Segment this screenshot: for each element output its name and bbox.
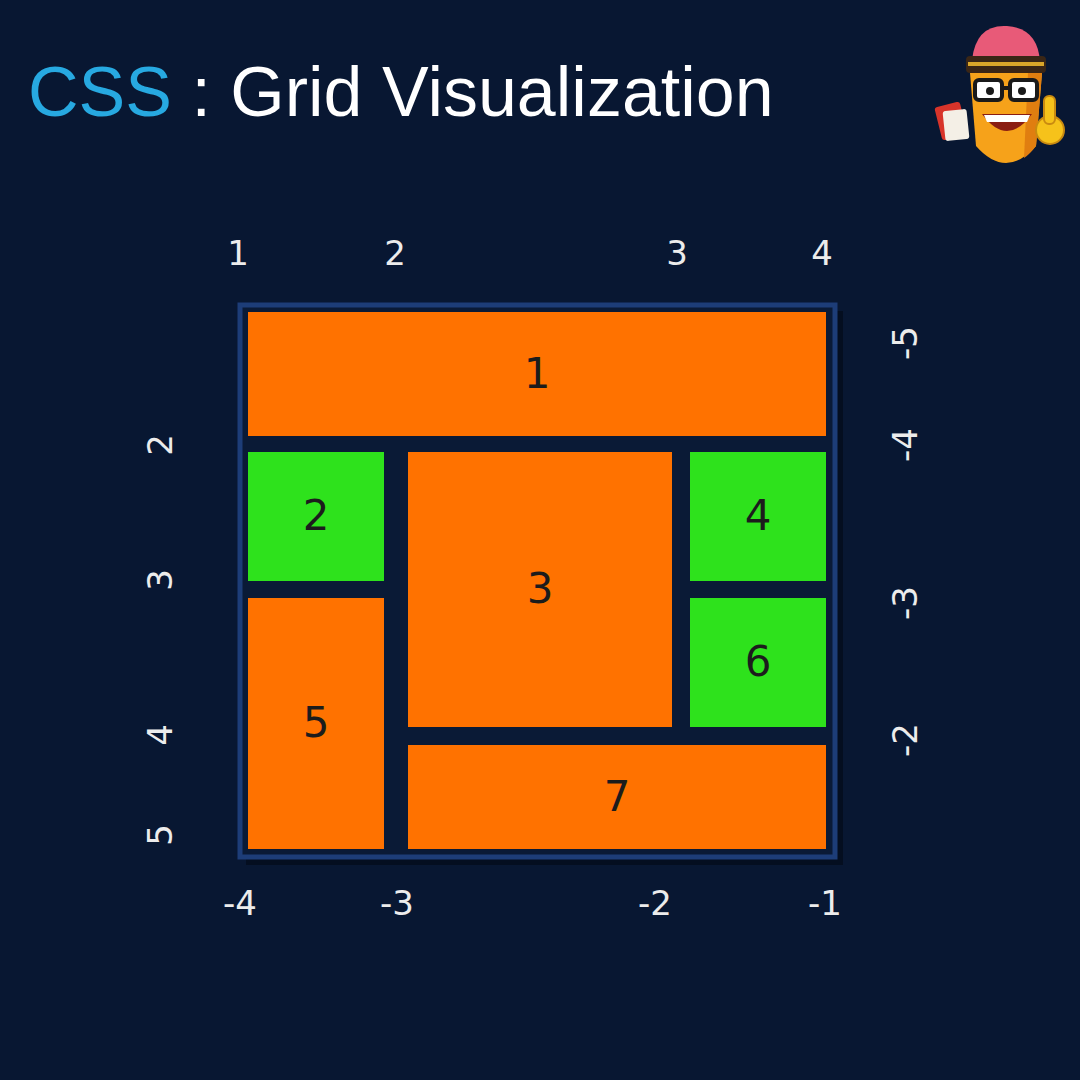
mascot-eye [986, 87, 994, 95]
grid-line-number: -5 [888, 326, 922, 360]
mascot-glasses [1010, 80, 1037, 100]
item-number: 7 [604, 774, 631, 820]
grid-line-number: 4 [811, 236, 833, 270]
grid-line-number: 3 [143, 569, 177, 591]
grid-line-number: 2 [384, 236, 406, 270]
item-number: 1 [524, 351, 551, 397]
grid-line-number: -2 [638, 886, 672, 920]
item-number: 5 [303, 700, 330, 746]
page-title: CSS : Grid Visualization [28, 52, 774, 133]
item-number: 4 [745, 493, 772, 539]
grid-line-number: -3 [888, 586, 922, 620]
grid-line-number: 1 [227, 236, 249, 270]
mascot-band [966, 56, 1046, 73]
mascot-paper [942, 109, 969, 141]
grid-line-number: -4 [223, 886, 257, 920]
grid-line-number: 4 [143, 724, 177, 746]
mascot-pencil [932, 18, 1072, 178]
mascot-glasses-bridge [1002, 86, 1010, 90]
mascot-teeth [984, 115, 1030, 122]
grid-item-orange: 7 [408, 745, 826, 849]
mascot-band-stripe [968, 62, 1044, 66]
grid-container [240, 305, 835, 857]
grid-line-number: -4 [888, 428, 922, 462]
grid-item-orange: 5 [248, 598, 384, 849]
grid-line-number: 5 [143, 824, 177, 846]
grid-item-green: 4 [690, 452, 826, 581]
grid-line-number: -2 [888, 723, 922, 757]
item-number: 3 [527, 566, 554, 612]
mascot-thumb [1044, 96, 1055, 124]
grid-line-number: 2 [143, 434, 177, 456]
grid-line-number: -1 [808, 886, 842, 920]
grid-item-green: 6 [690, 598, 826, 727]
grid-item-orange: 1 [248, 312, 826, 436]
item-number: 2 [303, 493, 330, 539]
mascot-body [970, 73, 1042, 163]
grid-item-orange: 3 [408, 452, 672, 727]
grid-line-number: -3 [380, 886, 414, 920]
item-number: 6 [745, 639, 772, 685]
mascot-mouth [982, 114, 1032, 131]
mascot-eye [1018, 87, 1026, 95]
grid-item-green: 2 [248, 452, 384, 581]
grid-line-number: 3 [666, 236, 688, 270]
mascot-glasses [975, 80, 1002, 100]
